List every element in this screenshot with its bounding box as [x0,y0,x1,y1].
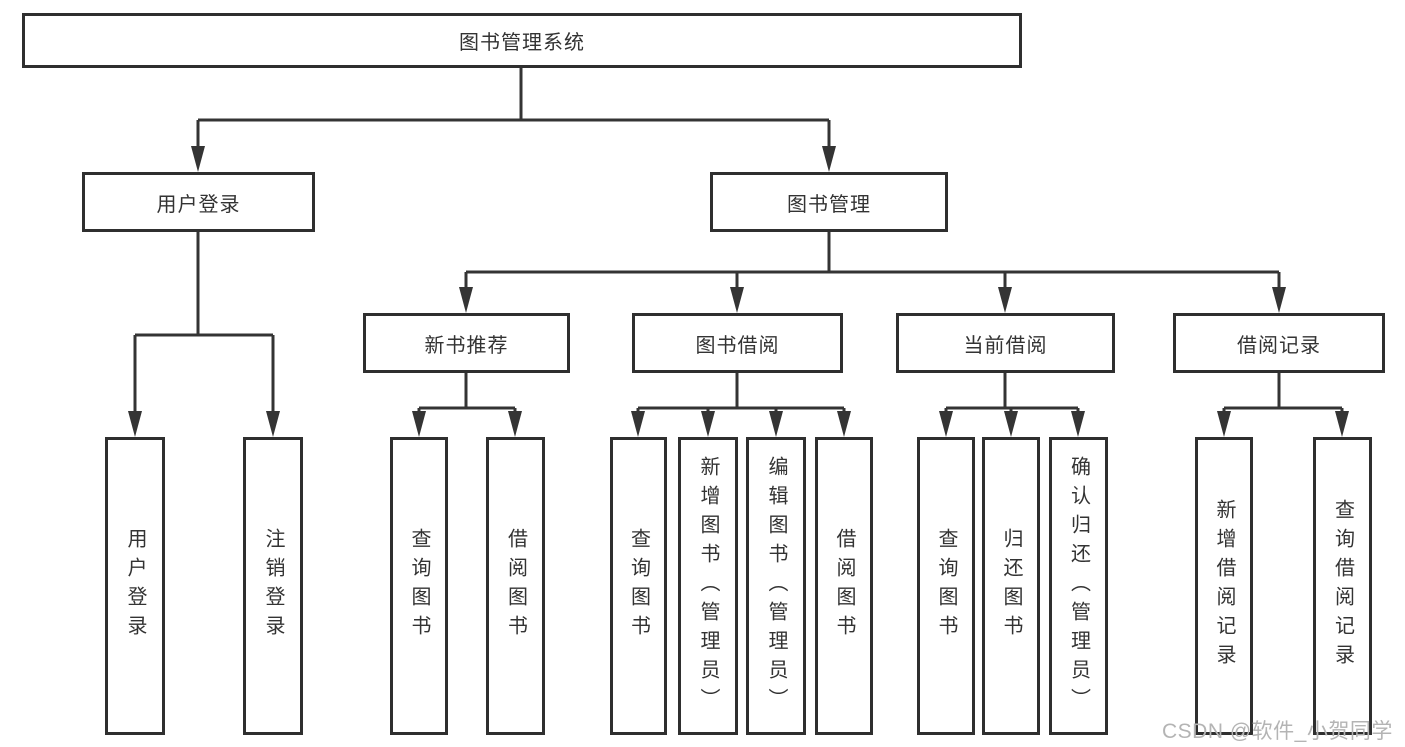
node-new-book-recommendation-label: 新书推荐 [424,334,509,357]
leaf-search-books-recommend-label: 查询图书 [408,528,430,644]
leaf-search-books-borrowing-label: 查询图书 [627,528,650,644]
node-book-borrowing-label: 图书借阅 [695,334,780,357]
leaf-add-borrow-record: 新增借阅记录 [1195,437,1253,735]
leaf-add-book-admin: 新增图书（管理员） [678,437,738,735]
leaf-logout: 注销登录 [243,437,303,735]
leaf-borrow-books-borrowing: 借阅图书 [815,437,873,735]
leaf-borrow-books-borrowing-label: 借阅图书 [833,528,855,644]
leaf-search-books-borrowing: 查询图书 [610,437,667,735]
node-book-management-label: 图书管理 [787,193,871,216]
leaf-edit-book-admin-label: 编辑图书（管理员） [765,455,787,717]
watermark-text: CSDN @软件_小贺同学 [1162,720,1393,743]
leaf-search-books-current-label: 查询图书 [935,528,957,644]
leaf-search-books-recommend: 查询图书 [390,437,448,735]
node-borrowing-records: 借阅记录 [1173,313,1385,373]
leaf-add-book-admin-label: 新增图书（管理员） [697,455,719,717]
leaf-add-borrow-record-label: 新增借阅记录 [1213,499,1235,673]
leaf-confirm-return-admin: 确认归还（管理员） [1049,437,1108,735]
leaf-return-books-label: 归还图书 [1000,528,1022,644]
leaf-user-login-label: 用户登录 [124,528,146,644]
node-root: 图书管理系统 [22,13,1022,68]
leaf-search-borrow-record: 查询借阅记录 [1313,437,1372,735]
node-current-borrowing-label: 当前借阅 [963,334,1048,357]
node-user-login: 用户登录 [82,172,315,232]
leaf-edit-book-admin: 编辑图书（管理员） [746,437,806,735]
node-book-borrowing: 图书借阅 [632,313,843,373]
node-borrowing-records-label: 借阅记录 [1237,334,1321,357]
leaf-user-login: 用户登录 [105,437,165,735]
node-new-book-recommendation: 新书推荐 [363,313,570,373]
node-user-login-label: 用户登录 [156,193,241,216]
node-current-borrowing: 当前借阅 [896,313,1115,373]
leaf-search-books-current: 查询图书 [917,437,975,735]
leaf-borrow-books-recommend-label: 借阅图书 [504,528,527,644]
node-book-management: 图书管理 [710,172,948,232]
leaf-search-borrow-record-label: 查询借阅记录 [1331,499,1354,673]
leaf-confirm-return-admin-label: 确认归还（管理员） [1067,455,1090,717]
node-root-label: 图书管理系统 [459,32,585,54]
leaf-logout-label: 注销登录 [262,528,284,644]
leaf-borrow-books-recommend: 借阅图书 [486,437,545,735]
leaf-return-books: 归还图书 [982,437,1040,735]
